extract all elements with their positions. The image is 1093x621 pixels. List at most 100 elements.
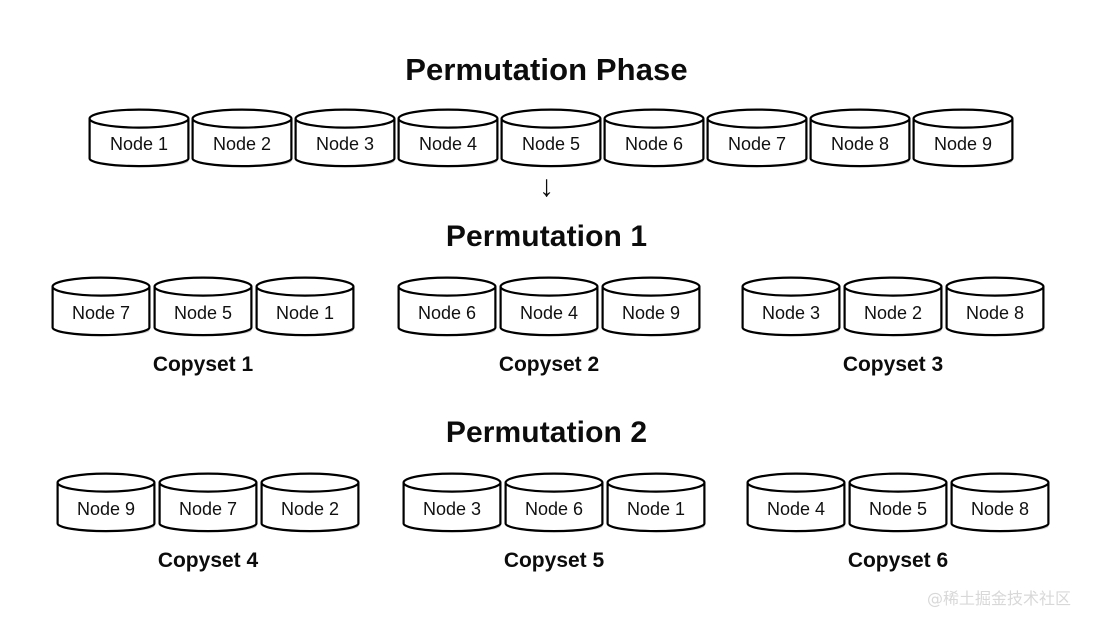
cylinder-top-ellipse [706,108,808,129]
copyset-group-copyset-1: Node 7 Node 5 Node 1 Copyset 1 [50,276,356,376]
cylinder-body [706,117,808,168]
node-label: Node 4 [519,303,579,323]
node-cylinder: Node 8 [950,472,1050,533]
cylinder-body [51,285,151,337]
node-cylinder: Node 2 [260,472,360,533]
node-label: Node 4 [418,134,478,154]
cylinder-top-ellipse [56,472,156,493]
cylinder-top-ellipse [402,472,502,493]
cylinder-top-ellipse [51,276,151,297]
cylinder-body [809,117,911,168]
copyset-nodes: Node 4 Node 5 Node 8 [745,472,1051,533]
node-label: Node 1 [109,134,169,154]
cylinder-body [402,481,502,533]
cylinder-top-ellipse [843,276,943,297]
cylinder-body [912,117,1014,168]
node-cylinder-5: Node 5 [500,108,602,168]
node-label: Node 1 [626,499,686,519]
cylinder-top-ellipse [848,472,948,493]
cylinder-body [746,481,846,533]
node-cylinder-6: Node 6 [603,108,705,168]
permutation-1-title: Permutation 1 [445,220,648,253]
cylinder-top-ellipse [912,108,1014,129]
cylinder-top-ellipse [397,108,499,129]
permutation-2-title: Permutation 2 [445,416,648,449]
cylinder-top-ellipse [294,108,396,129]
cylinder-top-ellipse [945,276,1045,297]
cylinder-top-ellipse [255,276,355,297]
node-label: Node 6 [524,499,584,519]
cylinder-top-ellipse [191,108,293,129]
node-label: Node 7 [71,303,131,323]
copyset-label: Copyset 5 [503,549,605,572]
node-label: Node 3 [761,303,821,323]
permutation-1-row: Node 7 Node 5 Node 1 Copyset 1 Node 6 Node 4 N… [0,276,1093,386]
cylinder-body [56,481,156,533]
node-label: Node 1 [275,303,335,323]
cylinder-body [950,481,1050,533]
down-arrow-icon: ↓ [539,170,554,203]
cylinder-body [500,117,602,168]
cylinder-top-ellipse [260,472,360,493]
copyset-group-copyset-5: Node 3 Node 6 Node 1 Copyset 5 [401,472,707,572]
node-cylinder-1: Node 1 [88,108,190,168]
cylinder-top-ellipse [601,276,701,297]
cylinder-body [158,481,258,533]
node-label: Node 5 [868,499,928,519]
node-cylinder: Node 6 [397,276,497,337]
copyset-label: Copyset 3 [842,353,944,376]
node-cylinder: Node 4 [746,472,846,533]
node-label: Node 6 [417,303,477,323]
node-cylinder: Node 5 [848,472,948,533]
node-label: Node 8 [970,499,1030,519]
cylinder-body [603,117,705,168]
node-cylinder-4: Node 4 [397,108,499,168]
node-cylinder: Node 7 [51,276,151,337]
copyset-nodes: Node 3 Node 6 Node 1 [401,472,707,533]
cylinder-body [499,285,599,337]
node-cylinder: Node 3 [741,276,841,337]
node-cylinder-8: Node 8 [809,108,911,168]
cylinder-body [397,285,497,337]
cylinder-body [504,481,604,533]
node-cylinder-9: Node 9 [912,108,1014,168]
cylinder-body [601,285,701,337]
cylinder-body [88,117,190,168]
node-cylinder: Node 3 [402,472,502,533]
cylinder-top-ellipse [397,276,497,297]
node-cylinder-2: Node 2 [191,108,293,168]
node-cylinder: Node 7 [158,472,258,533]
node-label: Node 2 [280,499,340,519]
page-title: Permutation Phase [405,52,688,87]
node-cylinder-3: Node 3 [294,108,396,168]
cylinder-body [191,117,293,168]
node-cylinder: Node 9 [56,472,156,533]
node-label: Node 5 [173,303,233,323]
copyset-label: Copyset 4 [157,549,259,572]
node-label: Node 3 [422,499,482,519]
cylinder-body [294,117,396,168]
node-label: Node 2 [212,134,272,154]
cylinder-top-ellipse [499,276,599,297]
cylinder-body [843,285,943,337]
cylinder-body [606,481,706,533]
cylinder-body [945,285,1045,337]
node-label: Node 9 [933,134,993,154]
copyset-label: Copyset 1 [152,353,254,376]
cylinder-top-ellipse [603,108,705,129]
cylinder-body [255,285,355,337]
cylinder-top-ellipse [741,276,841,297]
node-label: Node 5 [521,134,581,154]
node-cylinder: Node 8 [945,276,1045,337]
node-cylinder-7: Node 7 [706,108,808,168]
cylinder-top-ellipse [809,108,911,129]
